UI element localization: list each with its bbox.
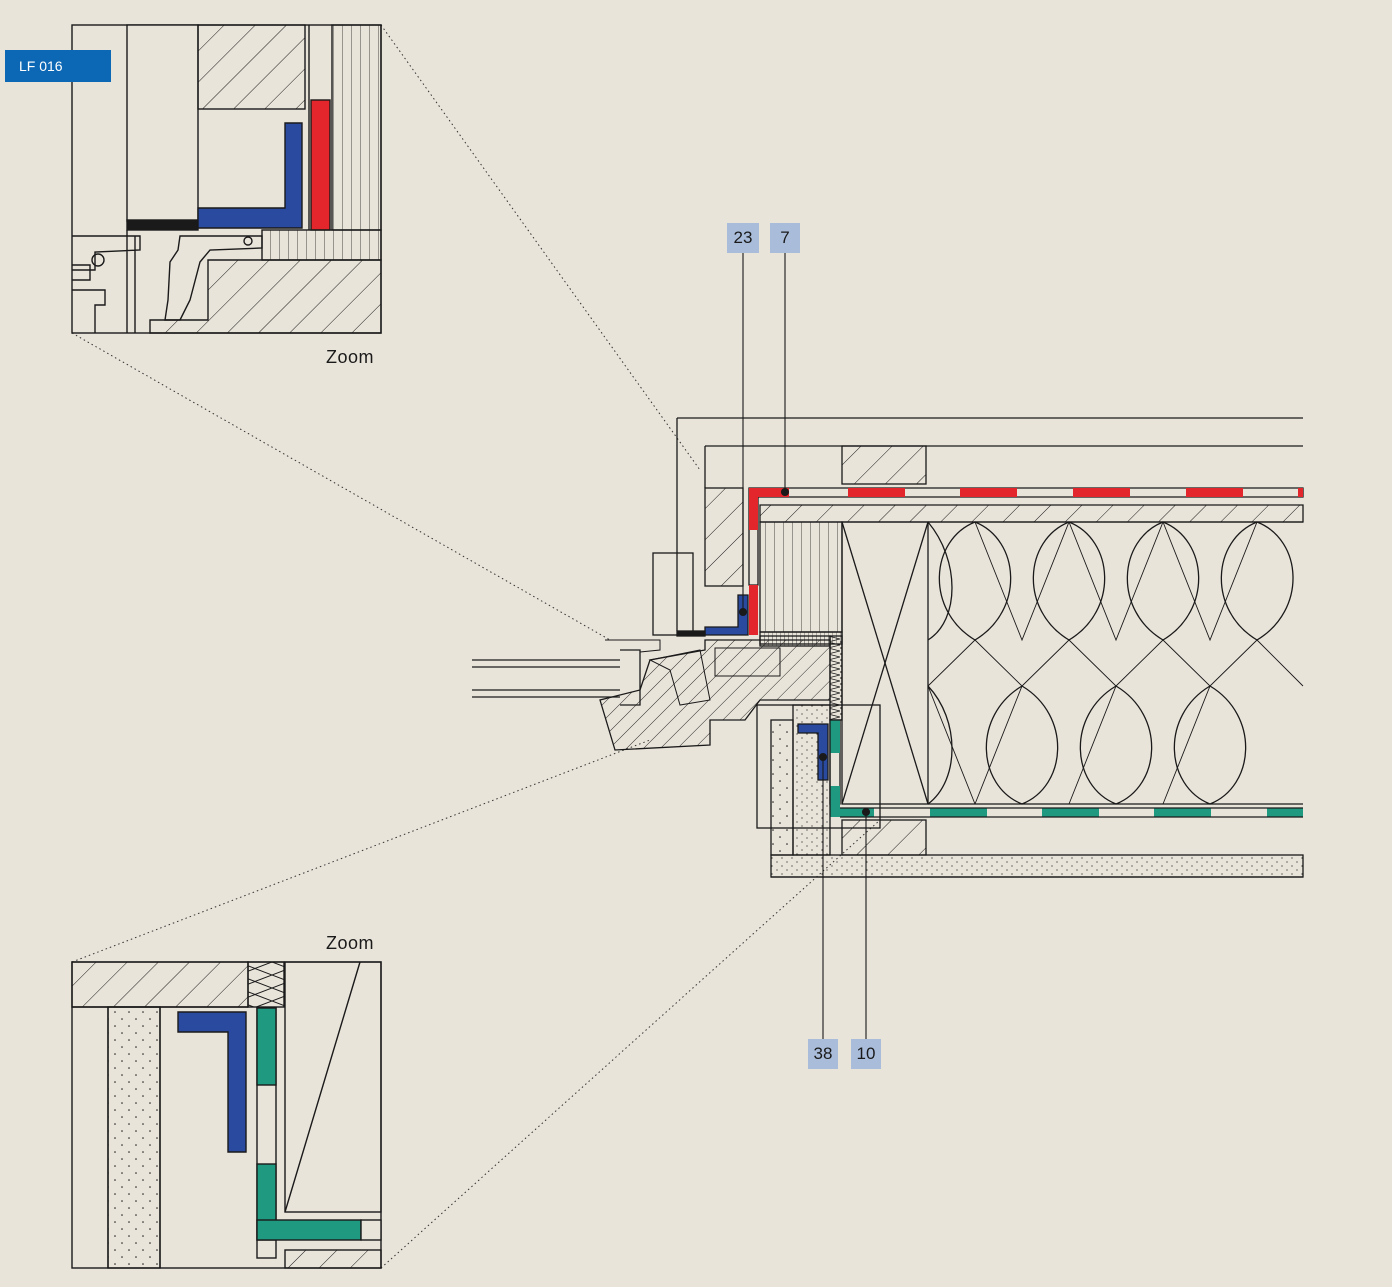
callout-23: 23: [727, 223, 759, 253]
zoom-leaders: [71, 24, 881, 1269]
callout-7: 7: [770, 223, 800, 253]
callout-leaders: [738, 252, 871, 1040]
zoom-bottom-label: Zoom: [326, 933, 375, 953]
zoom-top-detail: [71, 24, 382, 334]
zoom-top-label: Zoom: [326, 347, 375, 367]
main-section: [472, 417, 1304, 878]
callout-10: 10: [851, 1039, 881, 1069]
zoom-bottom-detail: [71, 961, 382, 1269]
detail-code-badge: LF 016: [5, 50, 111, 82]
callout-38: 38: [808, 1039, 838, 1069]
